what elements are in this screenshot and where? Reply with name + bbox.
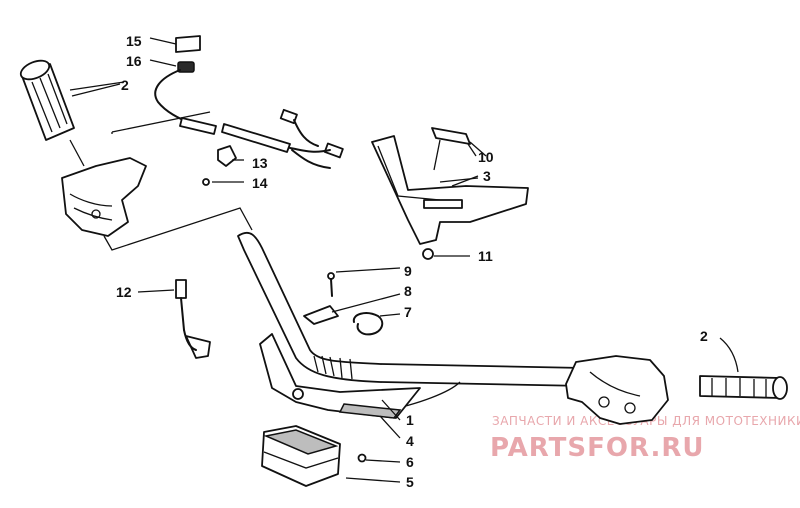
part-8-bracket [303,293,401,325]
part-6-bolt [357,453,401,463]
part-2-left-grip [19,59,125,141]
right-control-housing [565,355,669,425]
callout-7: 7 [404,304,412,320]
callout-1: 1 [406,412,414,428]
callout-3: 3 [483,168,491,184]
callout-12: 12 [116,284,132,300]
part-11-nut [422,248,470,260]
leader-lines [71,83,479,421]
callout-labels: 15 16 2 13 14 10 3 11 9 8 7 12 2 1 4 6 5 [116,33,708,490]
callout-2-left: 2 [121,77,129,93]
callout-14: 14 [252,175,268,191]
left-control-housing [61,111,253,251]
part-12-switch [137,279,211,359]
callout-4: 4 [406,433,414,449]
callout-9: 9 [404,263,412,279]
callout-5: 5 [406,474,414,490]
part-7-clamp-ring [352,312,401,336]
callout-6: 6 [406,454,414,470]
callout-15: 15 [126,33,142,49]
watermark: ЗАПЧАСТИ И АКСЕССУАРЫ ДЛЯ МОТОТЕХНИКИ PA… [490,414,800,463]
callout-8: 8 [404,283,412,299]
callout-16: 16 [126,53,142,69]
part-10-pad [431,127,487,171]
part-14-screw [202,159,244,186]
callout-10: 10 [478,149,494,165]
part-13-clamp [217,145,237,167]
part-9-bolt [327,267,401,297]
part-4-riser-mount [259,333,421,439]
part-5-clamp-block [261,425,401,487]
wiring-harness [179,108,344,169]
part-3-handlebar-cover [371,135,529,245]
callout-11: 11 [478,248,493,264]
part-16-switch-wire [149,59,195,125]
callout-2-right: 2 [700,328,708,344]
part-2-right-grip [699,337,788,400]
watermark-brand: PARTSFOR.RU [490,433,704,463]
part-15-cover-plate [149,35,201,53]
callout-13: 13 [252,155,268,171]
